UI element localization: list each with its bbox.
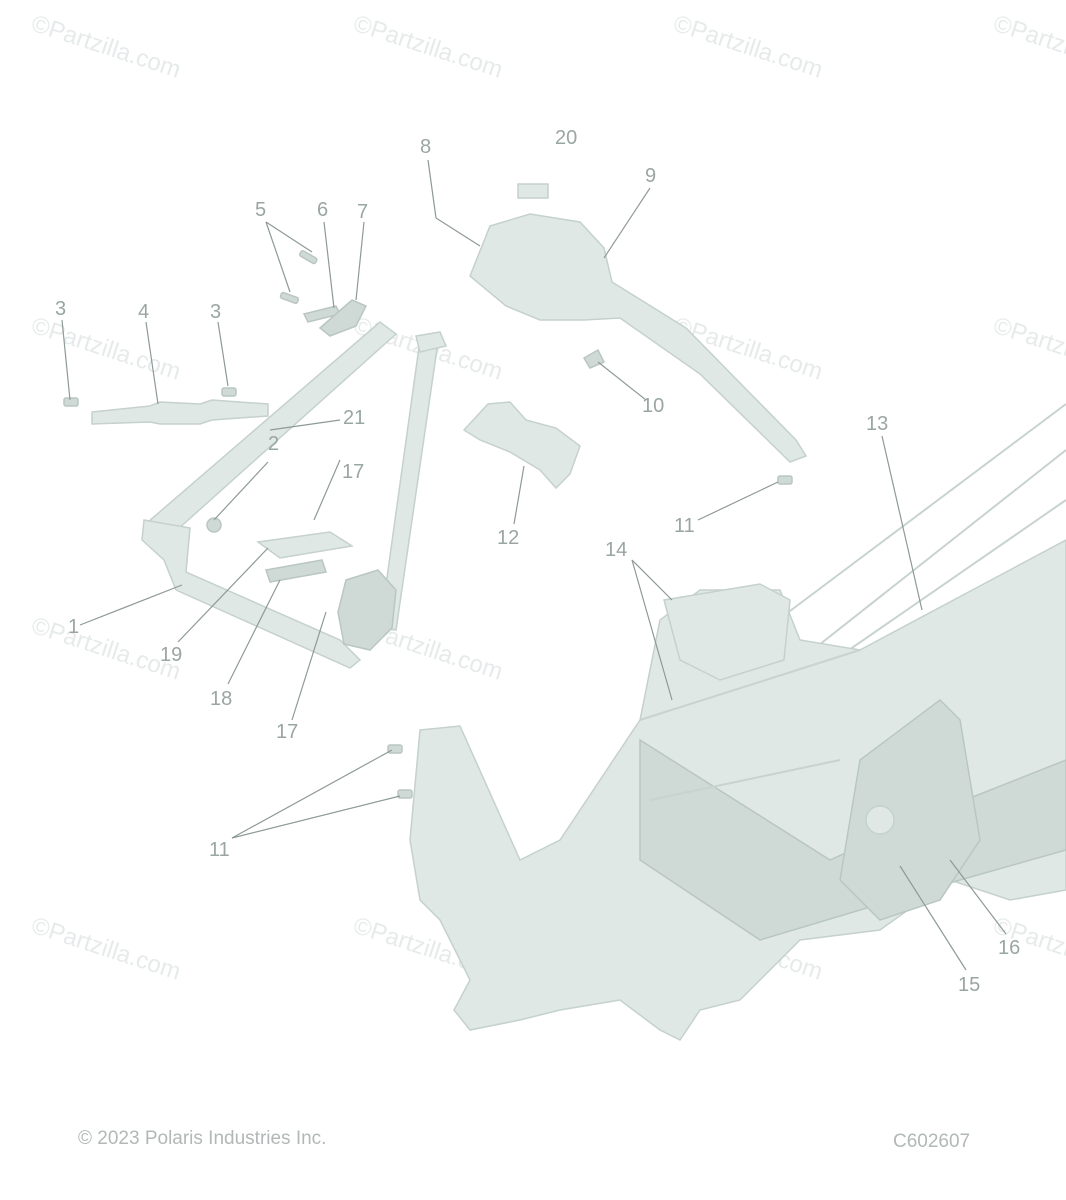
- callout-label: 8: [420, 136, 431, 158]
- watermark-text: ©Partzilla.com: [990, 312, 1066, 386]
- callout-label: 16: [998, 937, 1020, 959]
- callout-labels: 1 2 3 3 4 5 6 7 8 9 10 11 11 12 13 14 15…: [55, 127, 1020, 996]
- drawing-code: C602607: [893, 1131, 971, 1152]
- bracket-clip: [318, 299, 368, 337]
- watermark-text: ©Partzilla.com: [670, 10, 826, 84]
- leader-line: [231, 795, 401, 839]
- callout-label: 17: [276, 721, 298, 743]
- callout-label: 1: [68, 616, 79, 638]
- callout-label: 11: [674, 515, 695, 537]
- tie-rod: [91, 399, 269, 425]
- bolt: [298, 249, 318, 265]
- callout-label: 5: [255, 199, 266, 221]
- leader-line: [227, 579, 281, 685]
- leader-line: [145, 321, 159, 405]
- callout-label: 12: [497, 527, 519, 549]
- watermark-text: ©Partzilla.com: [28, 312, 184, 386]
- bolt: [387, 744, 403, 754]
- callout-label: 21: [343, 407, 365, 429]
- callout-label: 20: [555, 127, 577, 149]
- rail-line: [777, 403, 1066, 621]
- callout-label: 13: [866, 413, 888, 435]
- leader-line: [61, 319, 71, 401]
- leader-line: [265, 221, 291, 293]
- leader-line: [231, 749, 393, 839]
- leader-line: [631, 559, 673, 601]
- bracket-plate: [265, 559, 327, 583]
- front-frame-lower: [141, 519, 362, 669]
- callout-label: 4: [138, 301, 149, 323]
- chassis-edge: [639, 649, 861, 721]
- leader-line: [881, 435, 923, 611]
- clamp: [582, 348, 606, 369]
- watermark-text: ©Partzilla.com: [28, 912, 184, 986]
- callout-label: 15: [958, 974, 980, 996]
- callout-label: 17: [342, 461, 364, 483]
- leader-line: [899, 865, 967, 971]
- leader-line: [313, 459, 341, 521]
- callout-label: 18: [210, 688, 232, 710]
- leader-line: [355, 221, 365, 301]
- callout-label: 3: [55, 298, 66, 320]
- bolt: [279, 291, 300, 304]
- callout-label: 2: [268, 433, 279, 455]
- tube-cap: [415, 331, 448, 353]
- leader-line: [269, 419, 341, 431]
- rail-line: [819, 499, 1066, 671]
- leader-line: [213, 461, 269, 521]
- chassis-edge: [649, 759, 841, 801]
- leader-line: [949, 859, 1007, 935]
- callout-label: 7: [357, 201, 368, 223]
- leader-line: [513, 465, 525, 525]
- mounting-plate: [256, 531, 355, 559]
- leader-line: [217, 321, 229, 387]
- leader-lines: [61, 159, 1007, 971]
- support-bracket: [462, 401, 581, 490]
- callout-label: 6: [317, 199, 328, 221]
- steering-post-frame: [469, 213, 808, 463]
- leader-line: [177, 547, 269, 643]
- copyright-notice: © 2023 Polaris Industries Inc.: [78, 1128, 327, 1149]
- leader-line: [265, 221, 313, 253]
- watermark-text: ©Partzilla.com: [28, 10, 184, 84]
- leader-line: [291, 611, 327, 721]
- callout-label: 11: [209, 839, 230, 861]
- bolt: [777, 475, 793, 485]
- bolt: [221, 387, 237, 397]
- nut: [206, 517, 222, 533]
- leader-line: [597, 361, 647, 401]
- bolt: [63, 397, 79, 407]
- bolt: [397, 789, 413, 799]
- leader-line: [603, 187, 651, 259]
- watermark-text: ©Partzilla.com: [990, 10, 1066, 84]
- leader-line: [697, 481, 779, 521]
- callout-label: 3: [210, 301, 221, 323]
- chassis-side-panel: [839, 699, 981, 921]
- chassis-port: [865, 805, 895, 835]
- callout-label: 10: [642, 395, 664, 417]
- leader-line: [79, 584, 183, 626]
- callout-label: 19: [160, 644, 182, 666]
- front-bulkhead: [663, 583, 791, 681]
- label-decal: [517, 183, 549, 199]
- watermark-text: ©Partzilla.com: [350, 10, 506, 84]
- callout-label: 9: [645, 165, 656, 187]
- callout-label: 14: [605, 539, 627, 561]
- main-chassis: [409, 539, 1066, 1041]
- rail-line: [799, 449, 1066, 661]
- leader-line: [435, 217, 481, 247]
- leader-line: [323, 221, 335, 309]
- steering-mount: [337, 569, 397, 651]
- leader-line: [631, 559, 673, 701]
- leader-line: [427, 159, 437, 219]
